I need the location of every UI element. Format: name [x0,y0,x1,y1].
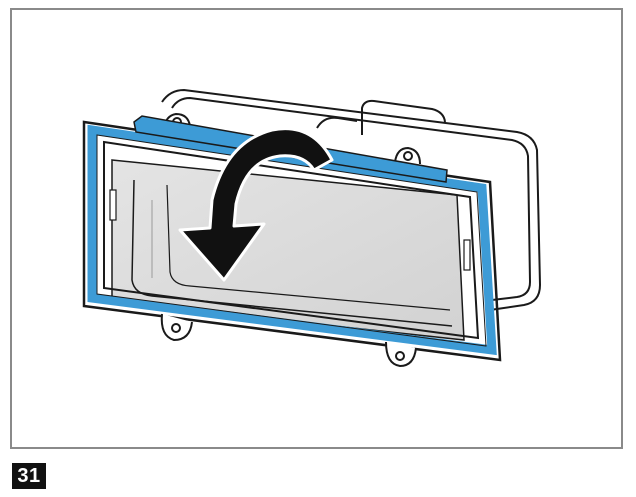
rotate-down-arrow-icon [178,127,334,282]
figure-number-label: 31 [12,463,46,489]
filter-gasket-illustration [82,88,542,368]
housing-interior [111,159,465,341]
mounting-tabs [160,313,417,368]
illustration-frame [10,8,623,449]
